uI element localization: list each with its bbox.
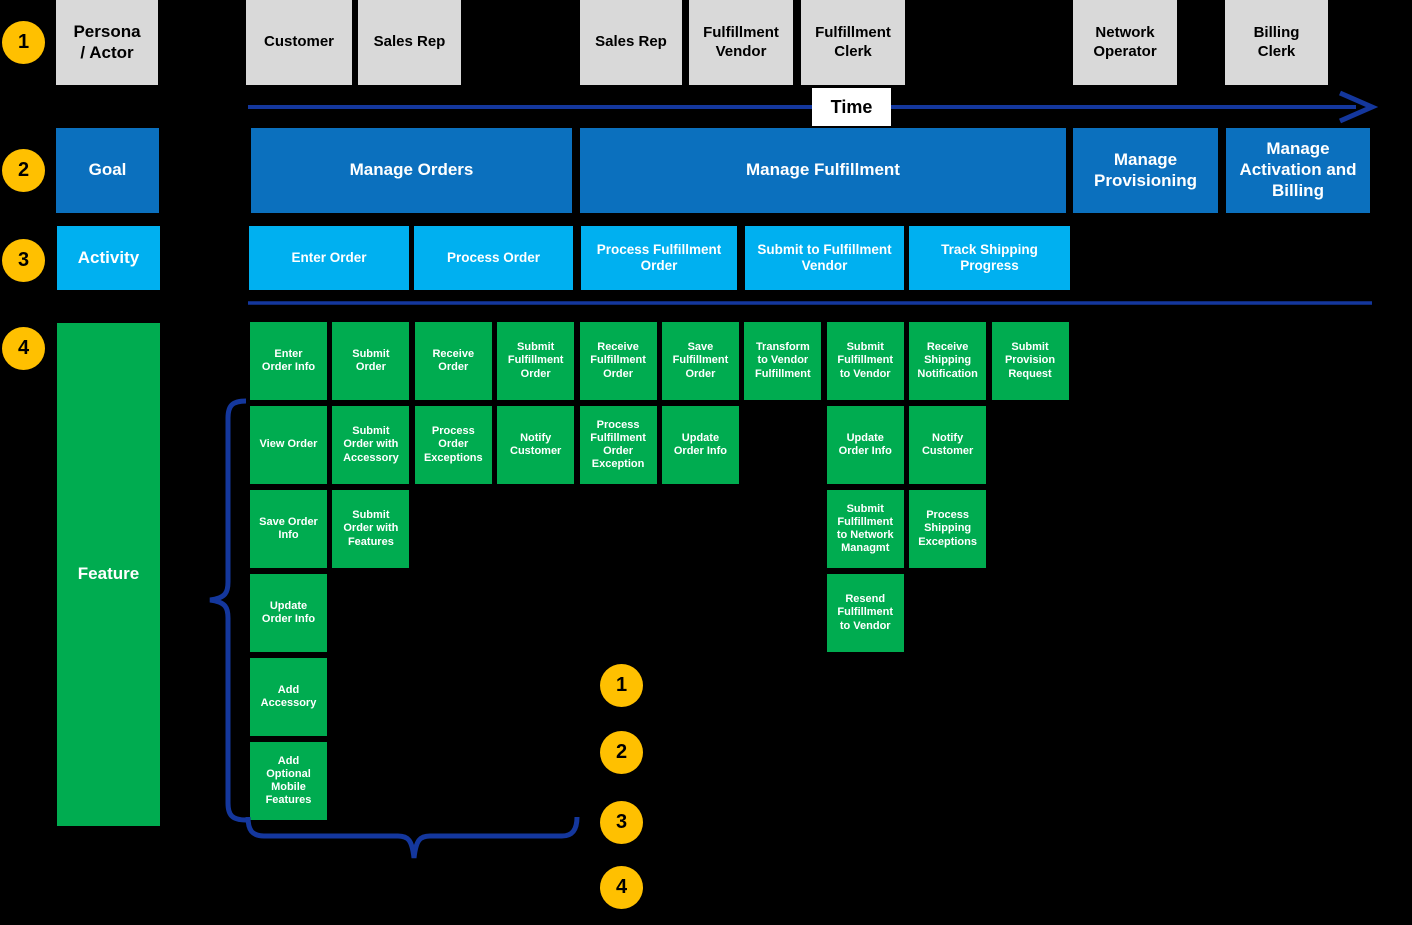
feature-card: Submit Order with Accessory [332, 406, 410, 484]
row-number-badge-2: 2 [2, 149, 45, 192]
feature-card: Transform to Vendor Fulfillment [744, 322, 822, 400]
persona-box-sales-rep-1: Sales Rep [358, 0, 461, 85]
feature-card: Process Fulfillment Order Exception [579, 406, 657, 484]
persona-box-fulfillment-clerk: Fulfillment Clerk [801, 0, 905, 85]
feature-card: Submit Provision Request [991, 322, 1069, 400]
feature-card: Submit Fulfillment Order [497, 322, 575, 400]
sequence-badge-2: 2 [600, 731, 643, 774]
activity-track-shipping-progress: Track Shipping Progress [909, 226, 1070, 290]
feature-card: View Order [250, 406, 327, 484]
feature-grid: Enter Order Info Submit Order Receive Or… [250, 322, 1069, 820]
feature-card: Process Shipping Exceptions [909, 490, 987, 568]
feature-card: Update Order Info [826, 406, 904, 484]
feature-card: Submit Fulfillment to Vendor [826, 322, 904, 400]
activity-process-fulfillment-order: Process Fulfillment Order [581, 226, 737, 290]
row-number-badge-3: 3 [2, 239, 45, 282]
feature-rows-brace [209, 398, 247, 823]
persona-box-billing-clerk: Billing Clerk [1225, 0, 1328, 85]
feature-card: Save Order Info [250, 490, 327, 568]
activity-enter-order: Enter Order [249, 226, 409, 290]
goal-manage-activation-billing: Manage Activation and Billing [1226, 128, 1370, 213]
sequence-badge-3: 3 [600, 801, 643, 844]
feature-card: Save Fulfillment Order [661, 322, 739, 400]
feature-card: Update Order Info [661, 406, 739, 484]
persona-box-customer: Customer [246, 0, 352, 85]
persona-box-network-operator: Network Operator [1073, 0, 1177, 85]
row-header-activity: Activity [57, 226, 160, 290]
feature-card: Resend Fulfillment to Vendor [826, 574, 904, 652]
feature-card: Receive Fulfillment Order [579, 322, 657, 400]
feature-card: Receive Order [414, 322, 492, 400]
persona-box-sales-rep-2: Sales Rep [580, 0, 682, 85]
feature-columns-brace [245, 816, 580, 859]
feature-card: Enter Order Info [250, 322, 327, 400]
feature-card: Process Order Exceptions [414, 406, 492, 484]
sequence-badge-1: 1 [600, 664, 643, 707]
time-label: Time [812, 88, 891, 126]
feature-card: Submit Fulfillment to Network Managmt [826, 490, 904, 568]
sequence-badge-4: 4 [600, 866, 643, 909]
row-header-goal: Goal [56, 128, 159, 213]
feature-card: Submit Order [332, 322, 410, 400]
goal-manage-provisioning: Manage Provisioning [1073, 128, 1218, 213]
feature-card: Add Accessory [250, 658, 327, 736]
time-arrowhead-icon [1338, 90, 1379, 124]
row-header-feature: Feature [57, 323, 160, 826]
row-number-badge-4: 4 [2, 327, 45, 370]
feature-card: Notify Customer [497, 406, 575, 484]
feature-card: Notify Customer [909, 406, 987, 484]
activity-process-order: Process Order [414, 226, 573, 290]
goal-manage-orders: Manage Orders [251, 128, 572, 213]
persona-box-fulfillment-vendor: Fulfillment Vendor [689, 0, 793, 85]
feature-card: Update Order Info [250, 574, 327, 652]
feature-card: Add Optional Mobile Features [250, 742, 327, 820]
feature-card: Submit Order with Features [332, 490, 410, 568]
row-number-badge-1: 1 [2, 21, 45, 64]
row-header-persona-actor: Persona / Actor [56, 0, 158, 85]
goal-manage-fulfillment: Manage Fulfillment [580, 128, 1066, 213]
activity-submit-to-fulfillment-vendor: Submit to Fulfillment Vendor [745, 226, 904, 290]
feature-card: Receive Shipping Notification [909, 322, 987, 400]
